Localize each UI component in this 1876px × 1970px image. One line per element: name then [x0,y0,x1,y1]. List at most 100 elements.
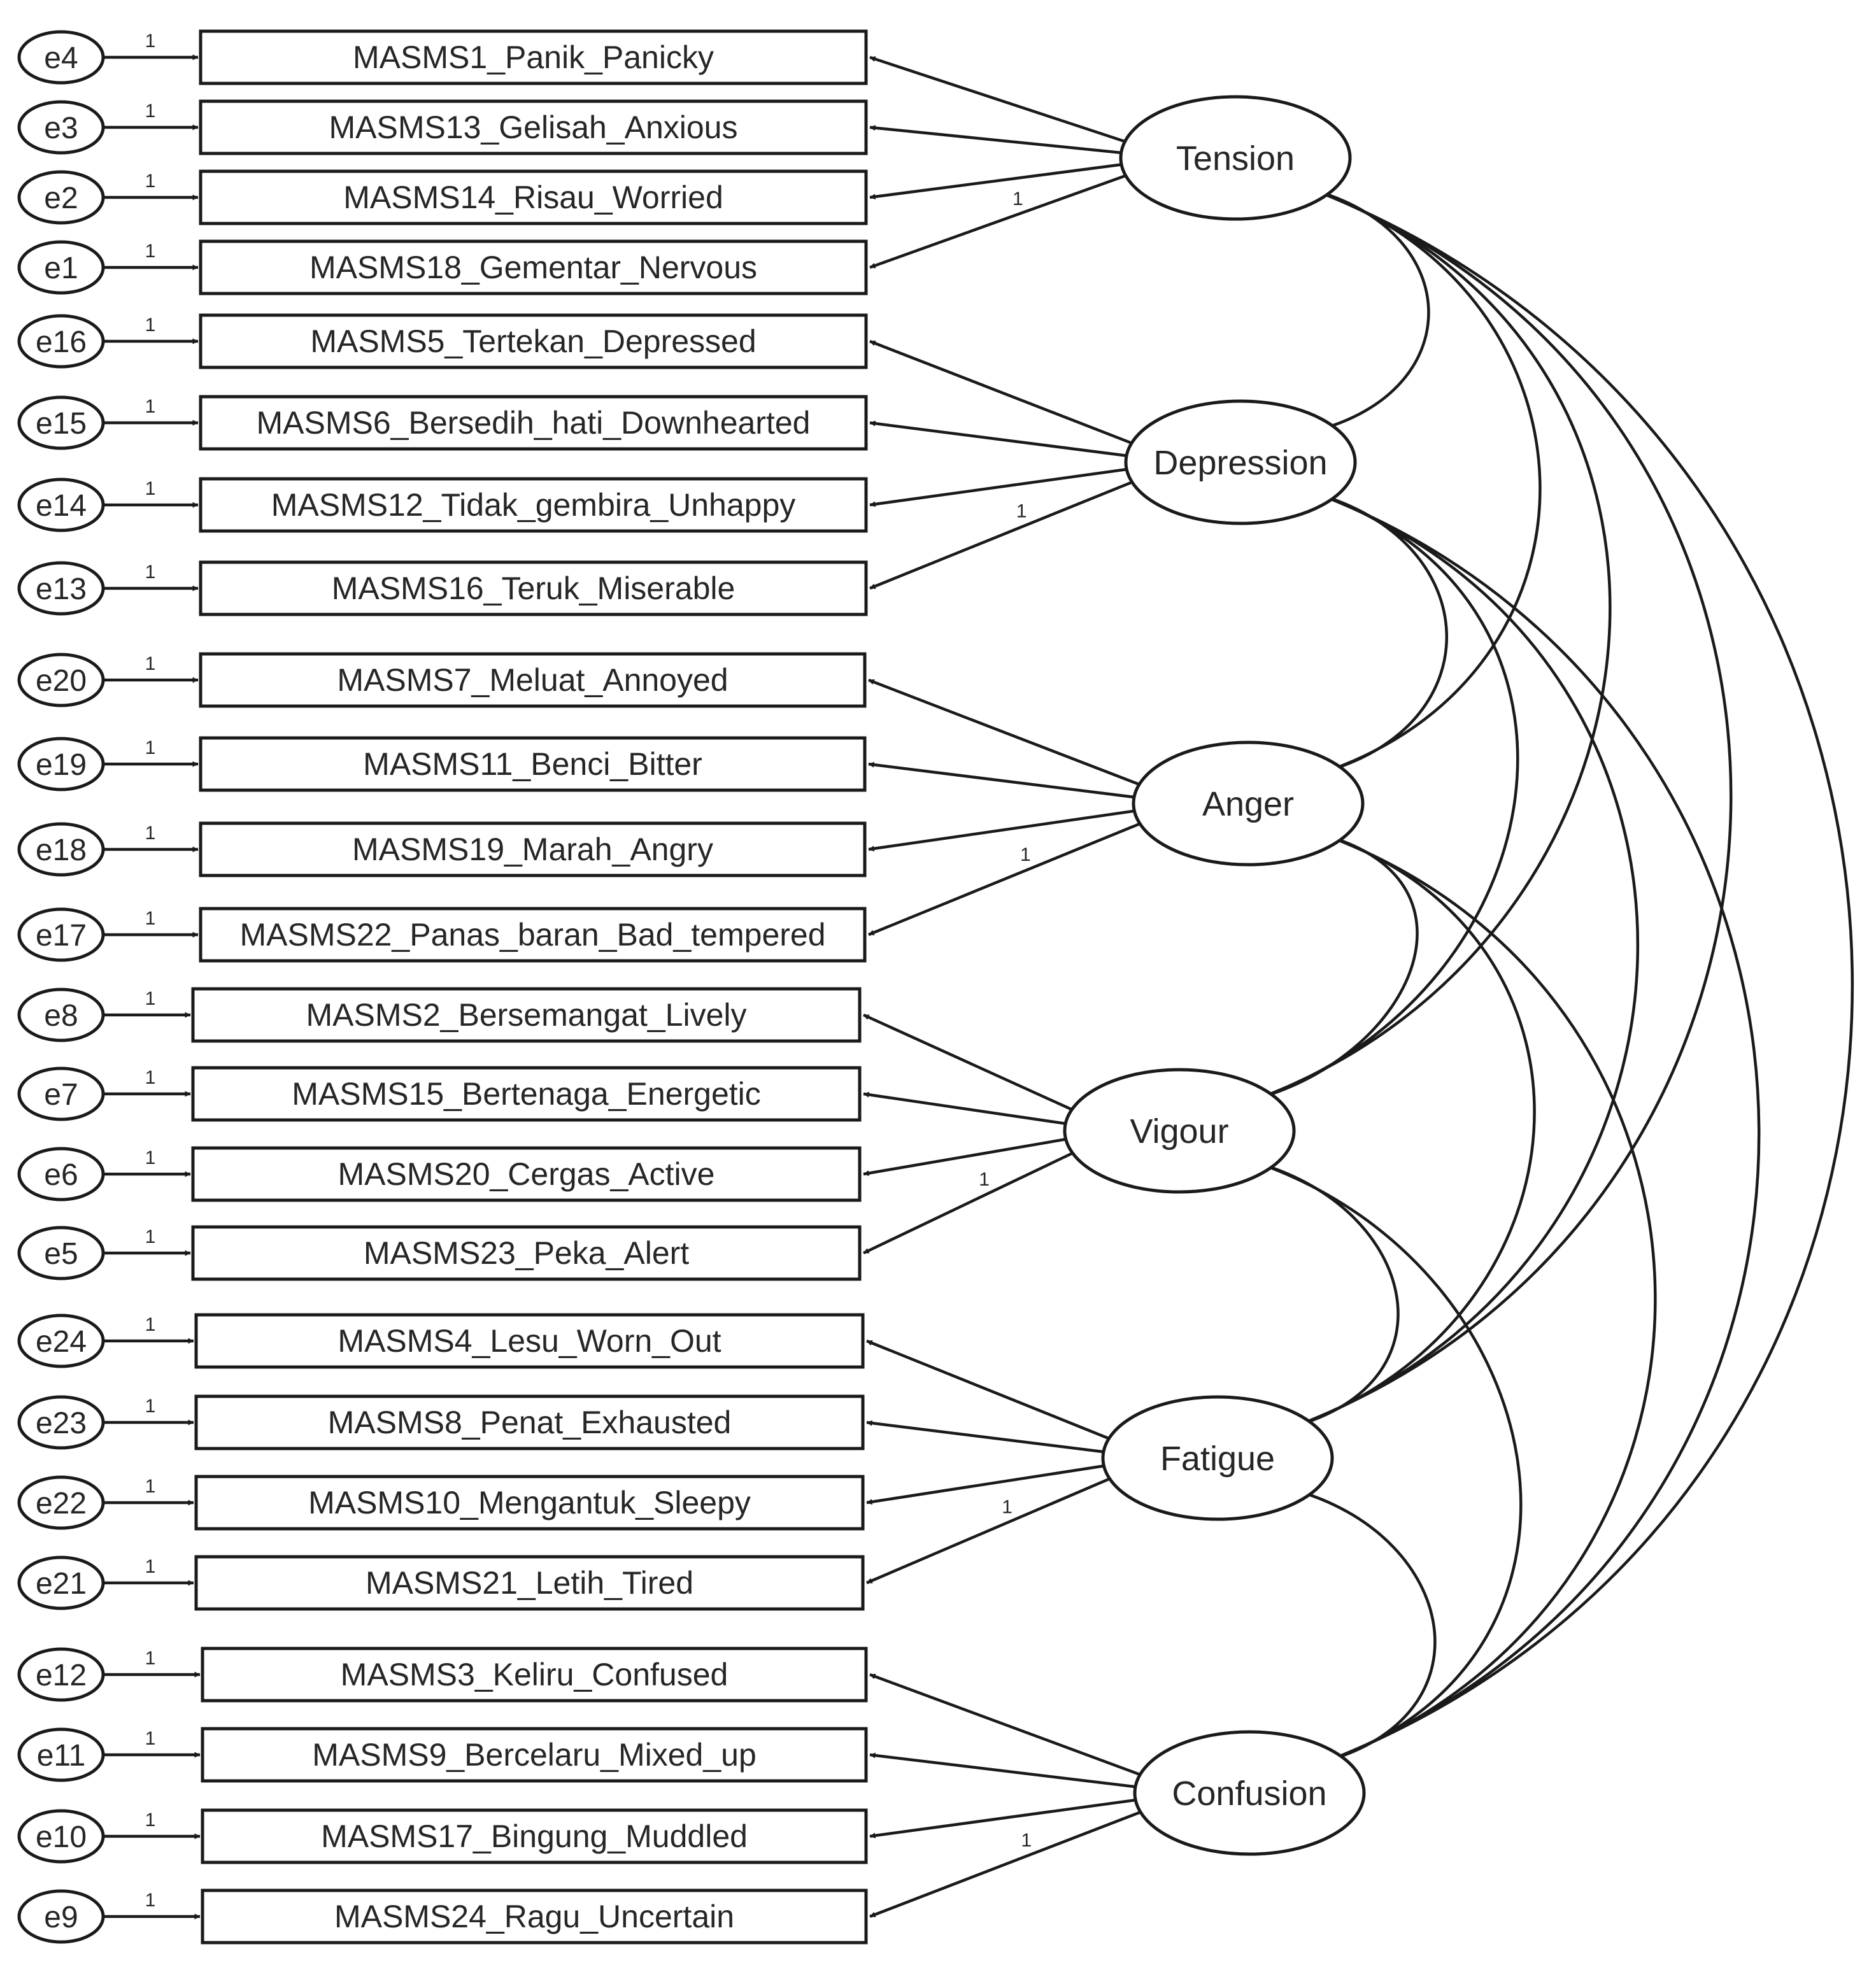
error-path-fixed-label: 1 [145,988,156,1009]
loading-arrow-vigour-masms2-bersemangat-lively [863,1013,1075,1112]
error-path-fixed-label: 1 [145,908,156,929]
error-label-e6: e6 [44,1158,78,1192]
factor-ellipse-anger [1132,741,1365,867]
error-ellipse-e17 [17,907,105,962]
error-path-fixed-label: 1 [145,1810,156,1831]
item-label: MASMS4_Lesu_Worn_Out [338,1323,721,1359]
fixed-loading-label: 1 [979,1169,990,1190]
factor-label-anger: Anger [1202,785,1294,823]
item-label: MASMS11_Benci_Bitter [363,746,702,782]
item-label: MASMS10_Mengantuk_Sleepy [308,1485,751,1520]
error-ellipse-e24 [17,1314,105,1368]
error-path-fixed-label: 1 [145,241,156,262]
error-label-e7: e7 [44,1078,78,1112]
fixed-loading-label: 1 [1013,188,1023,209]
covariance-anger-fatigue [1299,832,1536,1426]
factor-label-confusion: Confusion [1172,1775,1326,1813]
item-label: MASMS12_Tidak_gembira_Unhappy [271,487,796,523]
factor-ellipse-vigour [1063,1068,1296,1194]
error-ellipse-e21 [17,1555,105,1610]
loading-arrow-tension-masms14-risau-worried [869,162,1124,200]
loading-arrow-anger-masms11-benci-bitter [868,762,1137,799]
error-label-e9: e9 [44,1901,78,1934]
error-ellipse-e18 [17,822,105,877]
error-label-e17: e17 [36,919,87,953]
item-box-masms14-risau-worried [199,169,868,225]
loading-arrow-depression-masms16-teruk-miserable [869,479,1135,590]
loading-arrow-anger-masms7-meluat-annoyed [868,678,1142,787]
item-label: MASMS8_Penat_Exhausted [328,1405,732,1440]
item-label: MASMS15_Bertenaga_Energetic [292,1076,761,1112]
loading-arrow-confusion-masms9-bercelaru-mixed-up [869,1752,1138,1789]
error-path-fixed-label: 1 [145,31,156,52]
error-ellipse-e2 [17,170,105,225]
error-ellipse-e14 [17,478,105,532]
error-path-fixed-label: 1 [145,1226,156,1247]
factor-label-vigour: Vigour [1130,1112,1228,1151]
item-label: MASMS21_Letih_Tired [366,1565,693,1601]
covariance-depression-fatigue [1299,491,1640,1426]
item-label: MASMS19_Marah_Angry [352,832,713,867]
error-label-e22: e22 [36,1487,87,1520]
loading-arrow-tension-masms18-gementar-nervous [869,173,1128,269]
item-label: MASMS3_Keliru_Confused [341,1657,728,1692]
factor-label-fatigue: Fatigue [1160,1440,1275,1478]
item-label: MASMS20_Cergas_Active [338,1156,715,1192]
covariance-depression-vigour [1261,491,1519,1099]
item-label: MASMS23_Peka_Alert [364,1235,689,1271]
error-path-fixed-label: 1 [145,737,156,758]
error-ellipse-e19 [17,737,105,791]
factor-ellipse-confusion [1133,1730,1366,1856]
item-label: MASMS14_Risau_Worried [343,180,723,215]
item-label: MASMS7_Meluat_Annoyed [337,662,728,698]
loading-arrow-fatigue-masms8-penat-exhausted [866,1420,1106,1454]
item-box-masms22-panas-baran-bad-tempered [199,907,867,963]
error-path-fixed-label: 1 [145,1476,156,1497]
loading-arrow-depression-masms5-tertekan-depressed [869,339,1134,446]
error-ellipse-e20 [17,653,105,707]
error-label-e23: e23 [36,1407,87,1440]
covariance-tension-depression [1312,187,1430,430]
error-path-fixed-label: 1 [145,101,156,122]
item-box-masms11-benci-bitter [199,736,867,792]
item-label: MASMS16_Teruk_Miserable [332,570,735,606]
error-ellipse-e16 [17,314,105,369]
loading-arrow-tension-masms1-panik-panicky [869,55,1128,144]
loading-arrow-confusion-masms17-bingung-muddled [869,1798,1139,1839]
fixed-loading-label: 1 [1016,501,1027,522]
error-label-e21: e21 [36,1567,87,1601]
item-label: MASMS18_Gementar_Nervous [309,250,757,285]
item-box-masms6-bersedih-hati-downhearted [199,395,868,451]
error-label-e11: e11 [37,1739,86,1773]
error-ellipse-e22 [17,1475,105,1530]
error-label-e3: e3 [44,111,78,145]
error-path-fixed-label: 1 [145,171,156,192]
item-box-masms17-bingung-muddled [201,1808,868,1864]
error-path-fixed-label: 1 [145,653,156,674]
item-box-masms5-tertekan-depressed [199,313,868,369]
item-box-masms7-meluat-annoyed [199,652,867,708]
factor-ellipse-depression [1124,399,1357,525]
factor-label-depression: Depression [1153,444,1327,482]
item-box-masms8-penat-exhausted [194,1394,865,1450]
loading-arrow-anger-masms22-panas-baran-bad-tempered [868,821,1142,937]
error-path-fixed-label: 1 [145,1396,156,1417]
error-path-fixed-label: 1 [145,1067,156,1088]
fixed-loading-label: 1 [1020,844,1031,865]
item-box-masms15-bertenaga-energetic [191,1066,862,1122]
covariance-fatigue-confusion [1294,1487,1437,1761]
loading-arrow-confusion-masms24-ragu-uncertain [869,1810,1143,1918]
covariance-depression-confusion [1316,491,1761,1761]
error-path-fixed-label: 1 [145,478,156,499]
error-ellipse-e9 [17,1889,105,1944]
covariance-anger-vigour [1261,832,1419,1099]
loading-arrow-depression-masms12-tidak-gembira-unhappy [869,467,1130,507]
error-path-fixed-label: 1 [145,823,156,844]
error-label-e2: e2 [44,181,78,215]
fixed-loading-label: 1 [1002,1496,1013,1517]
error-label-e8: e8 [44,999,78,1033]
error-label-e16: e16 [36,325,87,359]
item-label: MASMS2_Bersemangat_Lively [306,997,747,1033]
